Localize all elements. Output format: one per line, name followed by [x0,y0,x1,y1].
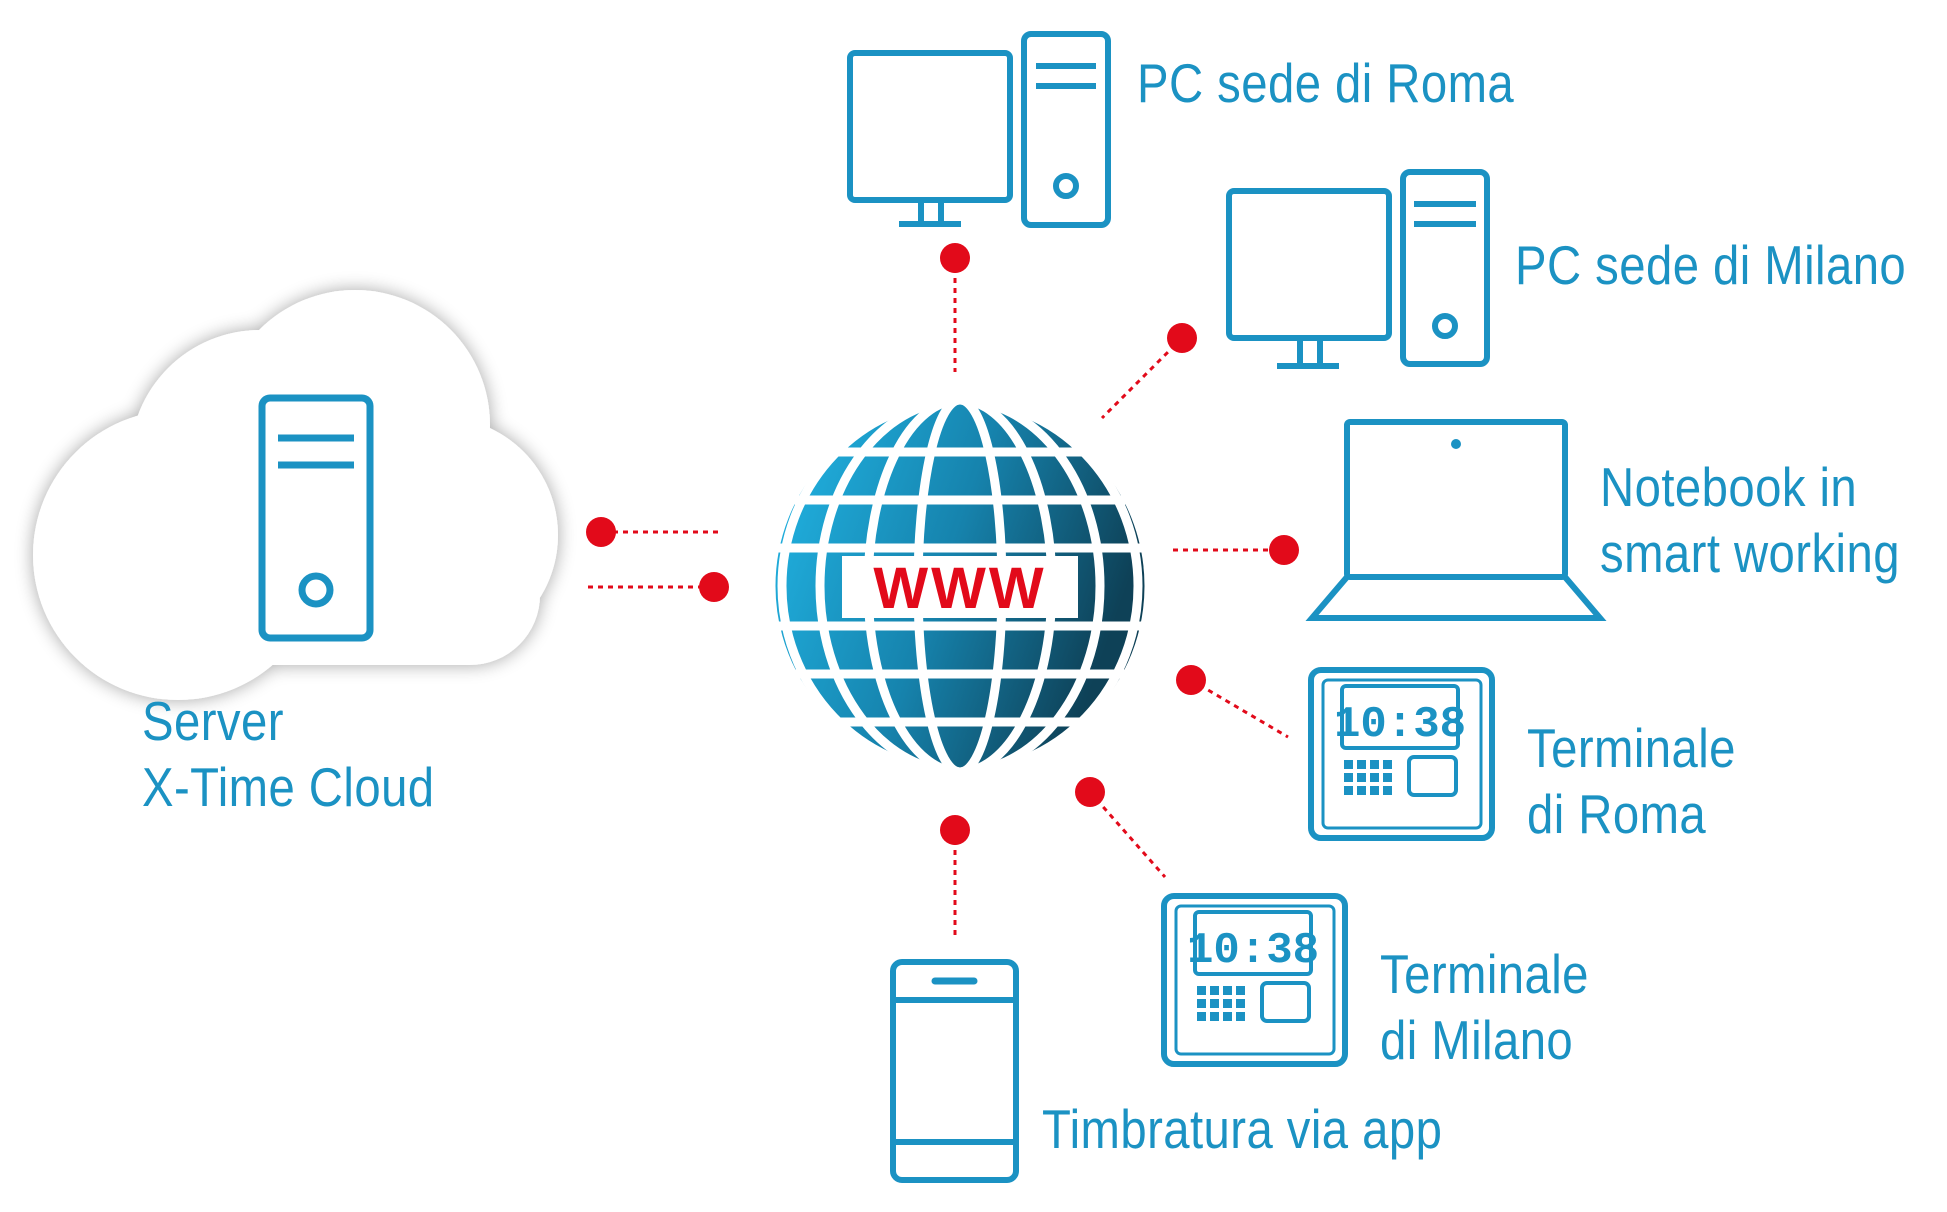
keypad-icon [1197,986,1245,1021]
server-label-line1: Server [142,690,284,752]
desktop-pc-icon [847,31,1111,228]
notebook-label-line2: smart working [1600,522,1900,584]
connectors [588,258,1289,938]
pc-roma-label: PC sede di Roma [1137,50,1514,116]
desktop-pc-icon [1226,169,1490,369]
connector-dot [586,517,616,547]
app-label-text: Timbratura via app [1042,1098,1443,1160]
laptop-icon [1305,419,1607,621]
terminal-roma-label-line1: Terminale [1527,717,1736,779]
terminal-display: 10:38 [1334,700,1466,750]
terminal-display: 10:38 [1187,926,1319,976]
connector-dot [699,572,729,602]
connector-dot [1075,777,1105,807]
connector-pc-milano [1100,336,1184,420]
app-label: Timbratura via app [1042,1096,1442,1162]
keypad-icon [1344,760,1392,795]
pc-milano-label: PC sede di Milano [1515,232,1906,298]
terminal-milano-label: Terminale di Milano [1380,941,1589,1073]
connector-dots [586,243,1299,845]
pc-roma-label-text: PC sede di Roma [1137,52,1515,114]
cloud-server-group [33,290,558,700]
server-label-line2: X-Time Cloud [142,756,435,818]
connector-dot [940,815,970,845]
terminal-milano-label-line2: di Milano [1380,1009,1574,1071]
notebook-label-line1: Notebook in [1600,456,1858,518]
server-label: Server X-Time Cloud [142,688,435,820]
smartphone-icon [890,959,1019,1183]
connector-dot [1167,323,1197,353]
globe-icon: WWW [772,398,1148,774]
time-clock-terminal-icon [1161,893,1348,1067]
terminal-roma-label: Terminale di Roma [1527,715,1736,847]
terminal-milano-label-line1: Terminale [1380,943,1589,1005]
connector-dot [940,243,970,273]
connector-terminal-milano [1088,791,1167,878]
connector-dot [1269,535,1299,565]
connector-dot [1176,665,1206,695]
connector-terminal-roma [1190,678,1289,739]
server-tower-icon [258,394,374,642]
notebook-label: Notebook in smart working [1600,454,1900,586]
www-text: WWW [873,556,1046,621]
cloud-icon [33,290,558,700]
terminal-roma-label-line2: di Roma [1527,783,1707,845]
time-clock-terminal-icon [1308,667,1495,841]
pc-milano-label-text: PC sede di Milano [1515,234,1907,296]
